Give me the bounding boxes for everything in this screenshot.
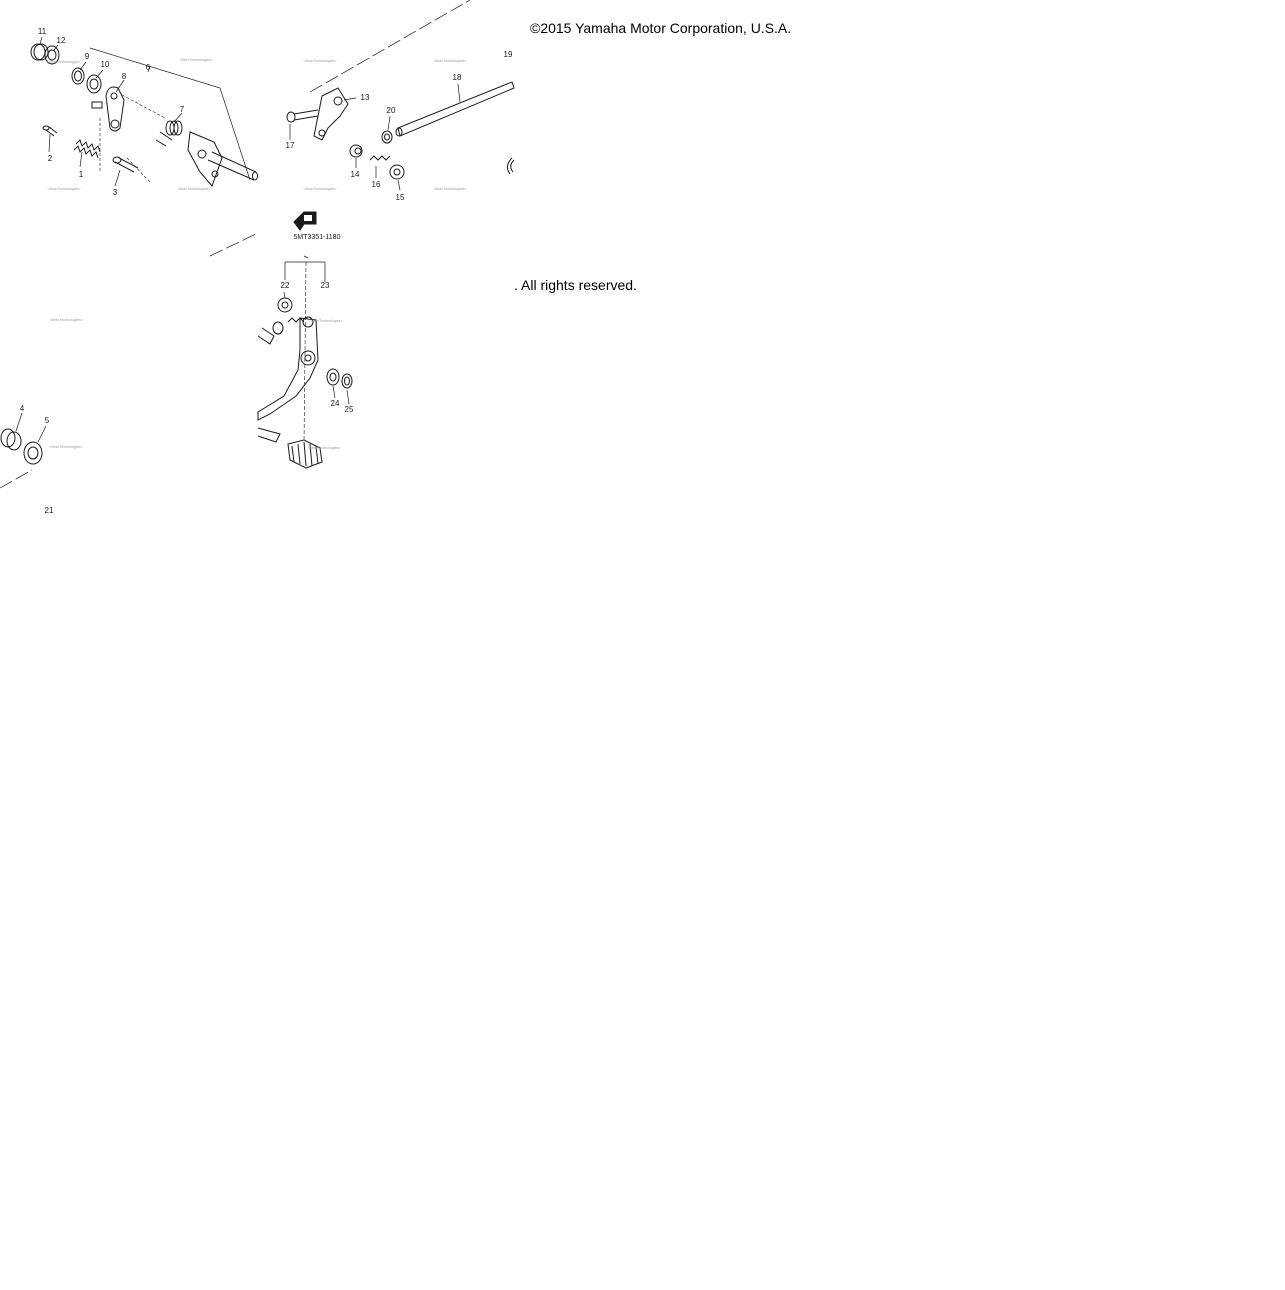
alignment-line [121,94,166,119]
callout-10: 10 [101,60,110,69]
part-16-bolt [369,155,391,161]
callout-11: 11 [38,27,47,36]
guide-line [0,469,33,489]
callout-22: 22 [281,281,290,290]
callout-19: 19 [504,50,513,59]
part-22-joint [257,297,305,345]
callout-25: 25 [345,405,354,414]
part-5-seal [23,441,43,465]
part-10-washer [86,74,102,94]
watermark: <Best Technologies> [303,187,336,191]
callout-2: 2 [48,154,53,163]
part-9-circlip [71,67,85,85]
leader-lines [15,36,461,443]
watermark: <Best Technologies> [177,187,210,191]
alignment-line [126,157,151,183]
part-13-shift-arm [313,87,349,141]
guide-line [209,232,259,257]
part-8-lever [91,86,125,132]
part-4-collar [0,428,22,451]
watermark: <Best Technologies> [303,59,336,63]
callout-12: 12 [57,36,66,45]
callout-13: 13 [361,93,370,102]
part-shift-pedal [257,316,319,443]
part-7-spring [155,120,183,147]
guide-line [309,0,471,93]
part-6-shift-shaft [187,131,258,187]
callout-23: 23 [321,281,330,290]
watermark: <Best Technologies> [49,318,82,322]
callout-1: 1 [79,170,84,179]
callout-8: 8 [122,72,127,81]
bracket-6 [89,47,251,181]
watermark: <Best Technologies> [309,319,342,323]
callout-17: 17 [286,141,295,150]
rights-reserved-line: . All rights reserved. [514,277,637,293]
part-12-seal [44,45,60,65]
part-15-nut [389,164,405,180]
callout-14: 14 [351,170,360,179]
callout-3: 3 [113,188,118,197]
callout-20: 20 [387,106,396,115]
copyright-line: ©2015 Yamaha Motor Corporation, U.S.A. [530,20,792,36]
watermark: <Best Technologies> [433,59,466,63]
part-pedal-rubber [287,439,323,469]
part-25-circlip [341,373,353,389]
callout-16: 16 [372,180,381,189]
part-1-spring [73,139,101,159]
callout-5: 5 [45,416,50,425]
callout-24: 24 [331,399,340,408]
part-20-nut [381,130,393,144]
drawing-code: 5MT3351-1180 [294,234,341,241]
part-19-rod-end [506,157,515,175]
watermark: <Best Technologies> [179,58,212,62]
bracket-23 [303,255,309,259]
part-3-stopper [112,156,139,173]
callout-18: 18 [453,73,462,82]
callout-15: 15 [396,193,405,202]
callout-21: 21 [45,506,54,515]
part-17-bolt [286,109,319,123]
part-24-washer [326,368,340,386]
part-14-joint [349,144,363,158]
part-2-bolt [42,125,58,137]
bracket-6 [147,65,151,73]
callout-6: 6 [146,63,151,72]
watermark: <Best Technologies> [47,187,80,191]
callout-9: 9 [85,52,90,61]
forward-arrow-icon [293,211,317,231]
watermark: <Best Technologies> [433,187,466,191]
watermark: <Best Technologies> [307,446,340,450]
part-18-shift-rod [395,81,515,137]
watermark: <Best Technologies> [49,445,82,449]
callout-4: 4 [20,404,25,413]
watermark: <Best Technologies> [47,60,80,64]
callout-7: 7 [180,105,185,114]
